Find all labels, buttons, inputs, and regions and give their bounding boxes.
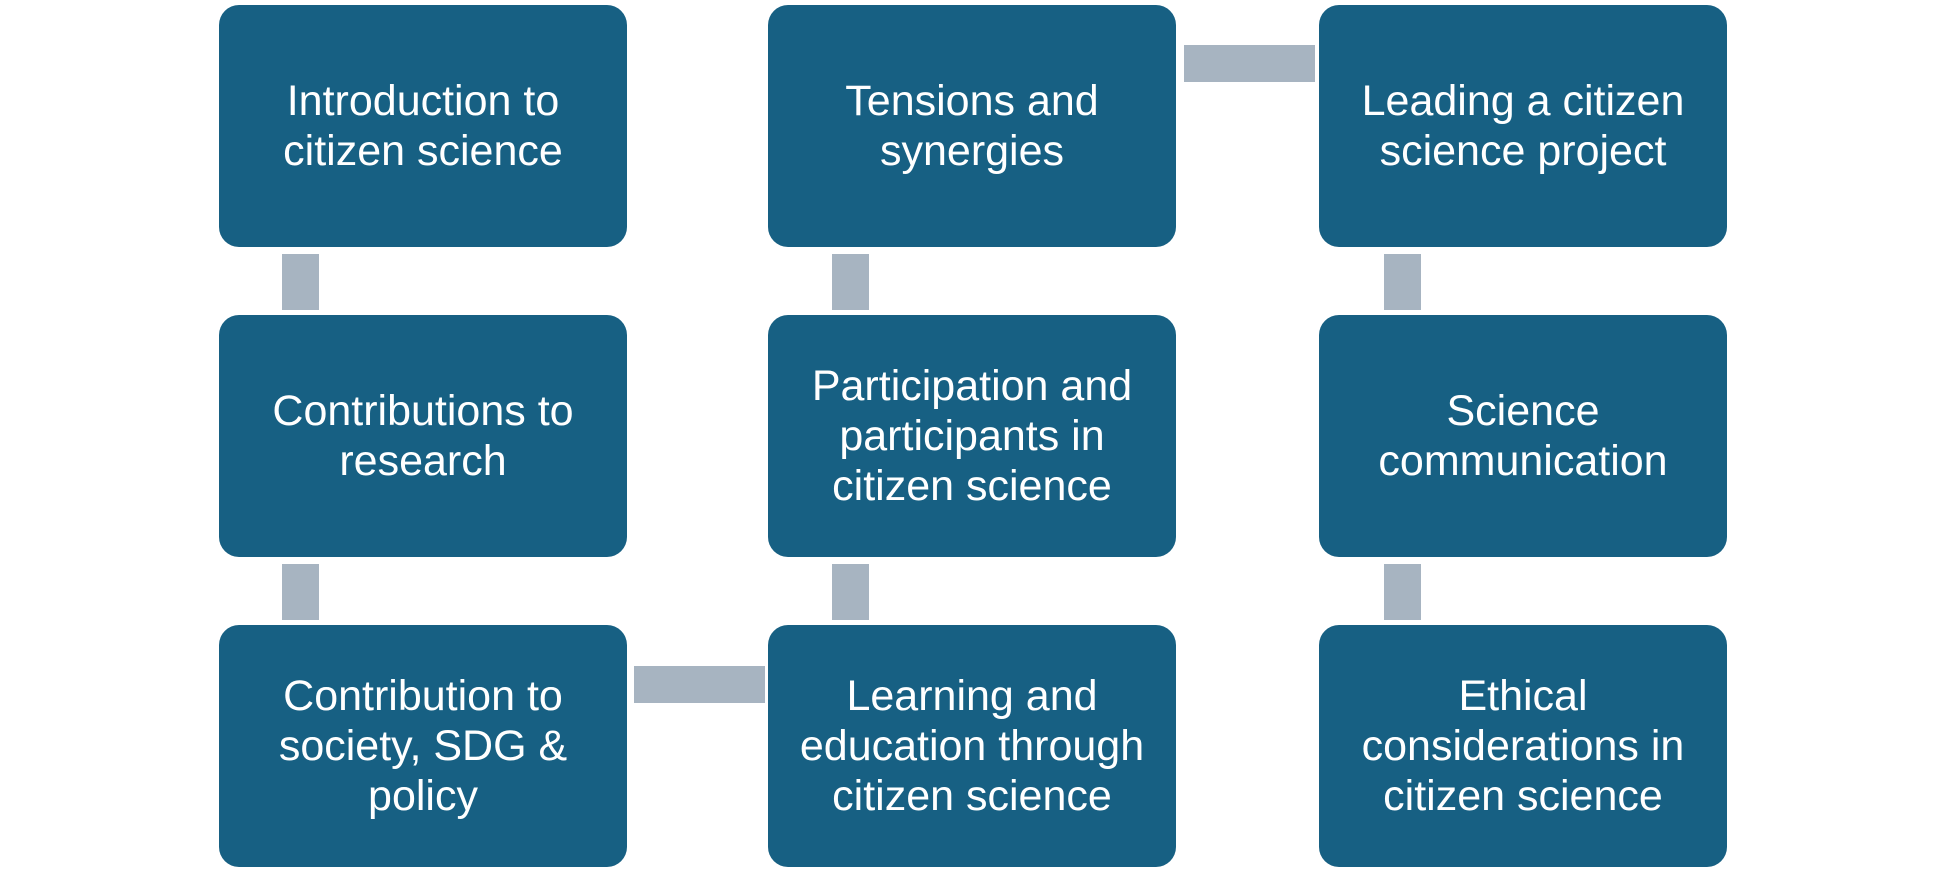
node-label: Contributions to research (272, 387, 574, 485)
connector-tensions-leading (1184, 45, 1315, 82)
node-label: Contribution to society, SDG & policy (278, 672, 568, 820)
node-leading-a-citizen-science-project: Leading a citizen science project (1319, 5, 1727, 247)
connector-intro-research (282, 254, 319, 310)
node-tensions-and-synergies: Tensions and synergies (768, 5, 1176, 247)
node-label: Learning and education through citizen s… (799, 672, 1145, 820)
node-label: Leading a citizen science project (1361, 77, 1685, 175)
node-label: Science communication (1378, 387, 1668, 485)
node-label: Ethical considerations in citizen scienc… (1361, 672, 1685, 820)
node-learning-and-education: Learning and education through citizen s… (768, 625, 1176, 867)
node-label: Participation and participants in citize… (811, 362, 1133, 510)
node-contributions-to-research: Contributions to research (219, 315, 627, 557)
connector-communication-ethics (1384, 564, 1421, 620)
connector-research-society (282, 564, 319, 620)
node-ethical-considerations: Ethical considerations in citizen scienc… (1319, 625, 1727, 867)
connector-learning-participation (832, 564, 869, 620)
node-participation-and-participants: Participation and participants in citize… (768, 315, 1176, 557)
node-contribution-to-society: Contribution to society, SDG & policy (219, 625, 627, 867)
connector-participation-tensions (832, 254, 869, 310)
connector-leading-communication (1384, 254, 1421, 310)
node-label: Tensions and synergies (845, 77, 1099, 175)
connector-society-learning (634, 666, 765, 703)
node-introduction-to-citizen-science: Introduction to citizen science (219, 5, 627, 247)
node-science-communication: Science communication (1319, 315, 1727, 557)
node-label: Introduction to citizen science (283, 77, 563, 175)
